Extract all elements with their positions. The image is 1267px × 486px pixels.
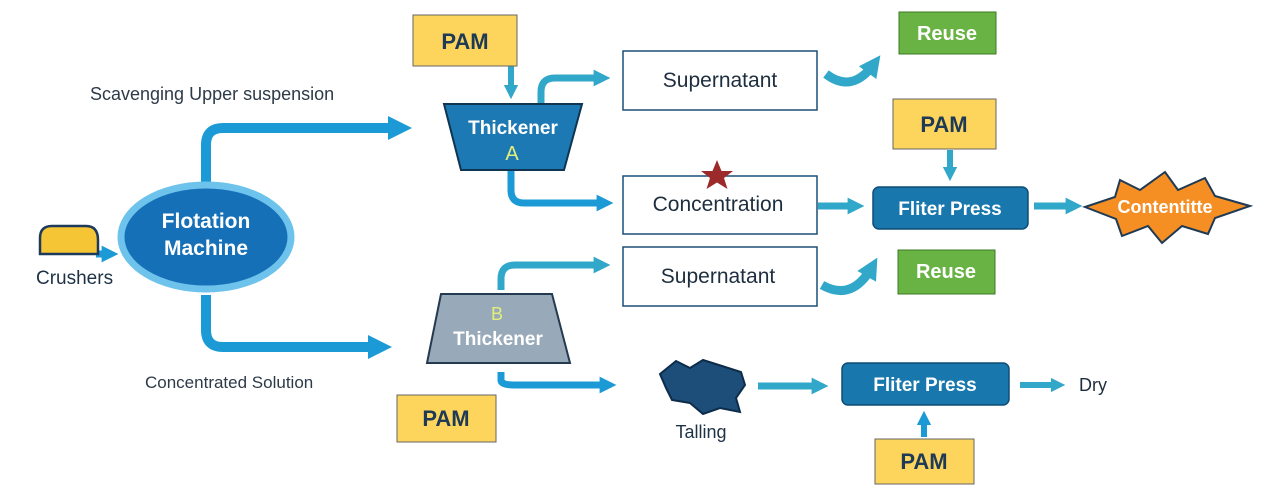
pam-box-bottom: PAM <box>874 438 975 485</box>
pam-left-bottom-label: PAM <box>422 406 469 431</box>
crushers-label: Crushers <box>36 268 113 289</box>
crushers-node: Crushers <box>36 224 113 289</box>
supernatant-top-label: Supernatant <box>663 69 778 92</box>
flotation-machine-label-1: Flotation <box>162 210 251 233</box>
reuse-mid-label: Reuse <box>916 261 976 283</box>
thickener-a-letter: A <box>505 143 519 165</box>
arrow-thickener-a-to-supernatant <box>537 69 611 104</box>
reuse-top-label: Reuse <box>917 23 977 45</box>
thickener-b-node: B Thickener <box>425 293 572 364</box>
scavenging-flow-label: Scavenging Upper suspension <box>90 84 334 104</box>
crusher-icon <box>38 224 100 256</box>
thickener-a-shape <box>442 103 584 171</box>
arrow-thickener-a-to-concentration <box>507 170 614 212</box>
arrow-flotation-to-thickener-b <box>201 295 393 360</box>
reuse-top-box: Reuse <box>898 11 997 55</box>
filter-press-top-label: Fliter Press <box>898 199 1002 220</box>
pam-box-left-bottom: PAM <box>396 394 497 443</box>
arrow-supernatant-to-reuse-mid <box>819 257 878 296</box>
filter-press-top-node: Fliter Press <box>872 186 1029 230</box>
pam-bottom-label: PAM <box>900 449 947 474</box>
contentitte-node: Contentitte <box>1082 170 1254 245</box>
filter-press-bottom-label: Fliter Press <box>873 375 977 396</box>
arrow-flotation-to-thickener-a <box>201 115 413 182</box>
concentration-box: Concentration <box>622 160 818 235</box>
supernatant-top-box: Supernatant <box>622 50 818 111</box>
arrow-thickener-b-to-talling <box>497 372 617 394</box>
reuse-mid-box: Reuse <box>897 249 996 295</box>
pam-top-label: PAM <box>441 29 488 54</box>
concentration-label: Concentration <box>653 193 784 216</box>
arrow-thickener-b-to-supernatant <box>497 256 611 290</box>
flotation-machine-label-2: Machine <box>164 237 248 260</box>
thickener-b-label: Thickener <box>453 329 543 350</box>
pam-box-top: PAM <box>412 14 518 67</box>
thickener-b-letter: B <box>491 304 503 324</box>
arrow-supernatant-to-reuse-top <box>823 55 881 87</box>
talling-label: Talling <box>675 422 726 442</box>
pam-right-label: PAM <box>920 112 967 137</box>
filter-press-bottom-node: Fliter Press <box>841 362 1010 406</box>
contentitte-shape <box>1082 170 1254 245</box>
flotation-machine-node: Flotation Machine <box>117 181 295 293</box>
flotation-machine-shape <box>117 181 295 293</box>
supernatant-mid-label: Supernatant <box>661 265 776 288</box>
concentrated-flow-label: Concentrated Solution <box>145 373 313 392</box>
thickener-a-node: Thickener A <box>442 103 584 171</box>
talling-node: Talling <box>658 358 747 442</box>
star-icon <box>701 160 733 189</box>
dry-label: Dry <box>1079 375 1107 395</box>
talling-icon <box>658 358 747 416</box>
connector-arrows <box>96 55 1083 437</box>
thickener-b-shape <box>425 293 572 364</box>
supernatant-mid-box: Supernatant <box>622 246 818 307</box>
thickener-a-label: Thickener <box>468 118 558 139</box>
contentitte-label: Contentitte <box>1118 197 1213 217</box>
pam-box-right: PAM <box>892 98 997 150</box>
